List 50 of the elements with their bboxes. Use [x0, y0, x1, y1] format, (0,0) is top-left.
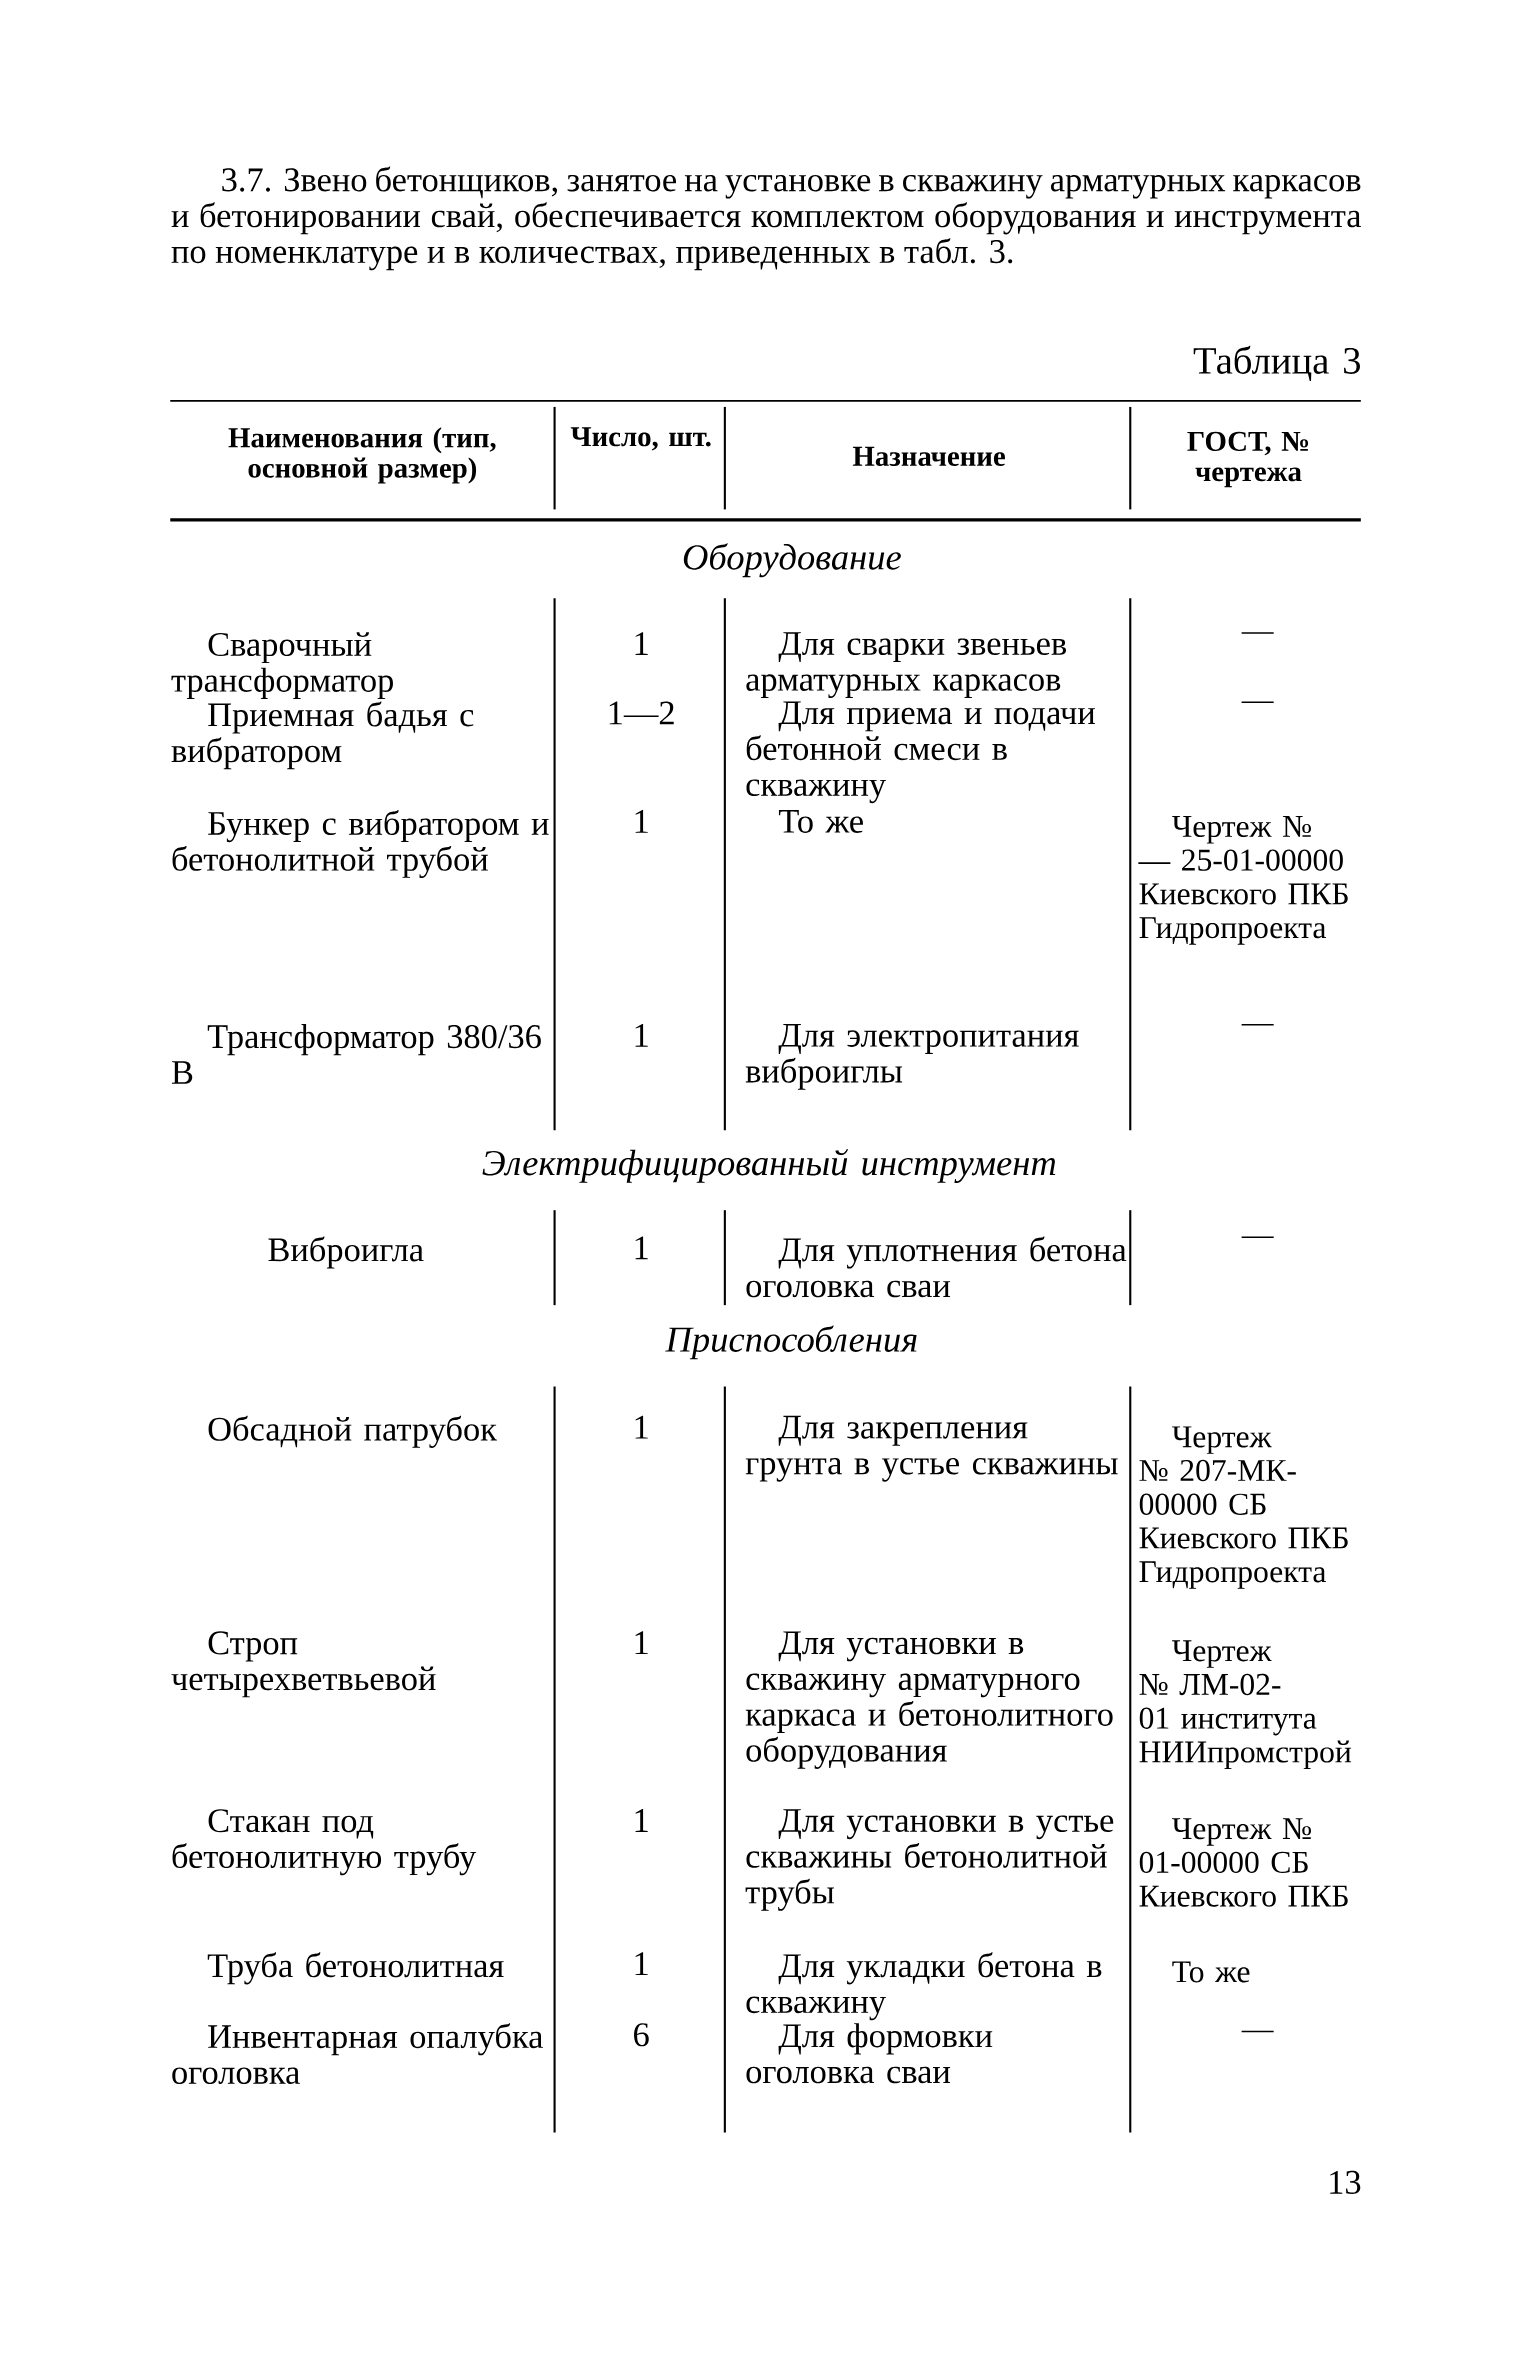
table-cell: Обсадной патрубок	[208, 1415, 498, 1448]
table-cell: Чертеж № — 25-01-00000 Киевского ПКБ Гидропроекта	[1138, 816, 1348, 945]
table-cell: 1	[635, 1415, 648, 1439]
table-cell: 1	[635, 1631, 648, 1655]
table-cell: Чертеж № 207-МК-00000 СБ Киевского ПКБ Гидропроекта	[1139, 1426, 1348, 1589]
table-cell: 6	[634, 2023, 649, 2047]
table-cell: Для уплотнения бетона оголовка сваи	[746, 1236, 1127, 1298]
table-cell: Чертеж № ЛМ-02-01 института НИИпромстрой	[1139, 1640, 1352, 1769]
table-cell: —	[1241, 1236, 1274, 1239]
table-cell: 1	[635, 632, 648, 655]
table-cell: Стакан под бетонолитную трубу	[172, 1809, 477, 1876]
table-cell: Для сварки звеньев арматурных каркасов	[746, 632, 1067, 698]
table-cell: 1—2	[609, 701, 674, 725]
table-cell: —	[1241, 701, 1274, 704]
table-cell: 1	[635, 810, 648, 833]
table-cell: Виброигла	[268, 1236, 424, 1269]
table-title: Таблица 3	[1193, 345, 1361, 381]
table-cell: 1	[635, 1024, 648, 1047]
table-cell: —	[1241, 1024, 1274, 1026]
table-cell: 1	[635, 1952, 648, 1976]
table-cell: Для установки в скважину арматурного каркаса и бетонолитного оборудования	[745, 1631, 1113, 1769]
table-cell: Бункер с вибратором и бетонолитной трубой	[172, 810, 549, 878]
section-heading: Электрифицированный инструмент	[482, 1149, 1056, 1183]
table-cell: 1	[635, 1236, 648, 1260]
table-cell: Строп четырехветвьевой	[171, 1631, 436, 1698]
table-cell: Чертеж № 01-00000 СБ Киевского ПКБ	[1139, 1818, 1348, 1907]
column-header: ГОСТ, № чертежа	[1187, 431, 1309, 488]
table-cell: Труба бетонолитная	[207, 1952, 504, 1985]
section-heading: Оборудование	[684, 543, 902, 578]
paragraph: 3.7. Звено бетонщиков, занятое на установке в скважину арматурных каркасов и бетонировании свай, обеспечивается комплектом оборудования и инструмента по номенклатуре и в количествах, приведенных в табл. 3.	[171, 166, 1362, 271]
table-cell: Для формовки оголовка сваи	[746, 2023, 993, 2084]
table-cell: Для закрепления грунта в устье скважины	[745, 1415, 1118, 1482]
table-cell: —	[1241, 2030, 1274, 2033]
table-cell: Для установки в устье скважины бетонолитной трубы	[745, 1809, 1114, 1911]
table-cell: Для приема и подачи бетонной смеси в скважину	[746, 701, 1096, 804]
column-header: Назначение	[853, 446, 1006, 466]
table-cell: То же	[1172, 1961, 1250, 1983]
table-cell: Сварочный трансформатор	[171, 632, 394, 699]
table-cell: Для электропитания виброиглы	[745, 1024, 1079, 1090]
section-heading: Приспособления	[665, 1325, 917, 1360]
column-header: Число, шт.	[570, 427, 711, 451]
page-number: 13	[1330, 2170, 1361, 2194]
table-cell: Трансформатор 380/36 В	[172, 1024, 542, 1084]
table-cell: Для укладки бетона в скважину	[746, 1952, 1102, 2021]
table-cell: —	[1241, 632, 1274, 634]
table-cell: То же	[779, 810, 864, 833]
table-cell: Инвентарная опалубка оголовка	[172, 2023, 544, 2084]
table-cell: 1	[635, 1809, 648, 1832]
column-header: Наименования (тип, основной размер)	[228, 427, 496, 484]
table-cell: Приемная бадья с вибратором	[171, 701, 474, 770]
